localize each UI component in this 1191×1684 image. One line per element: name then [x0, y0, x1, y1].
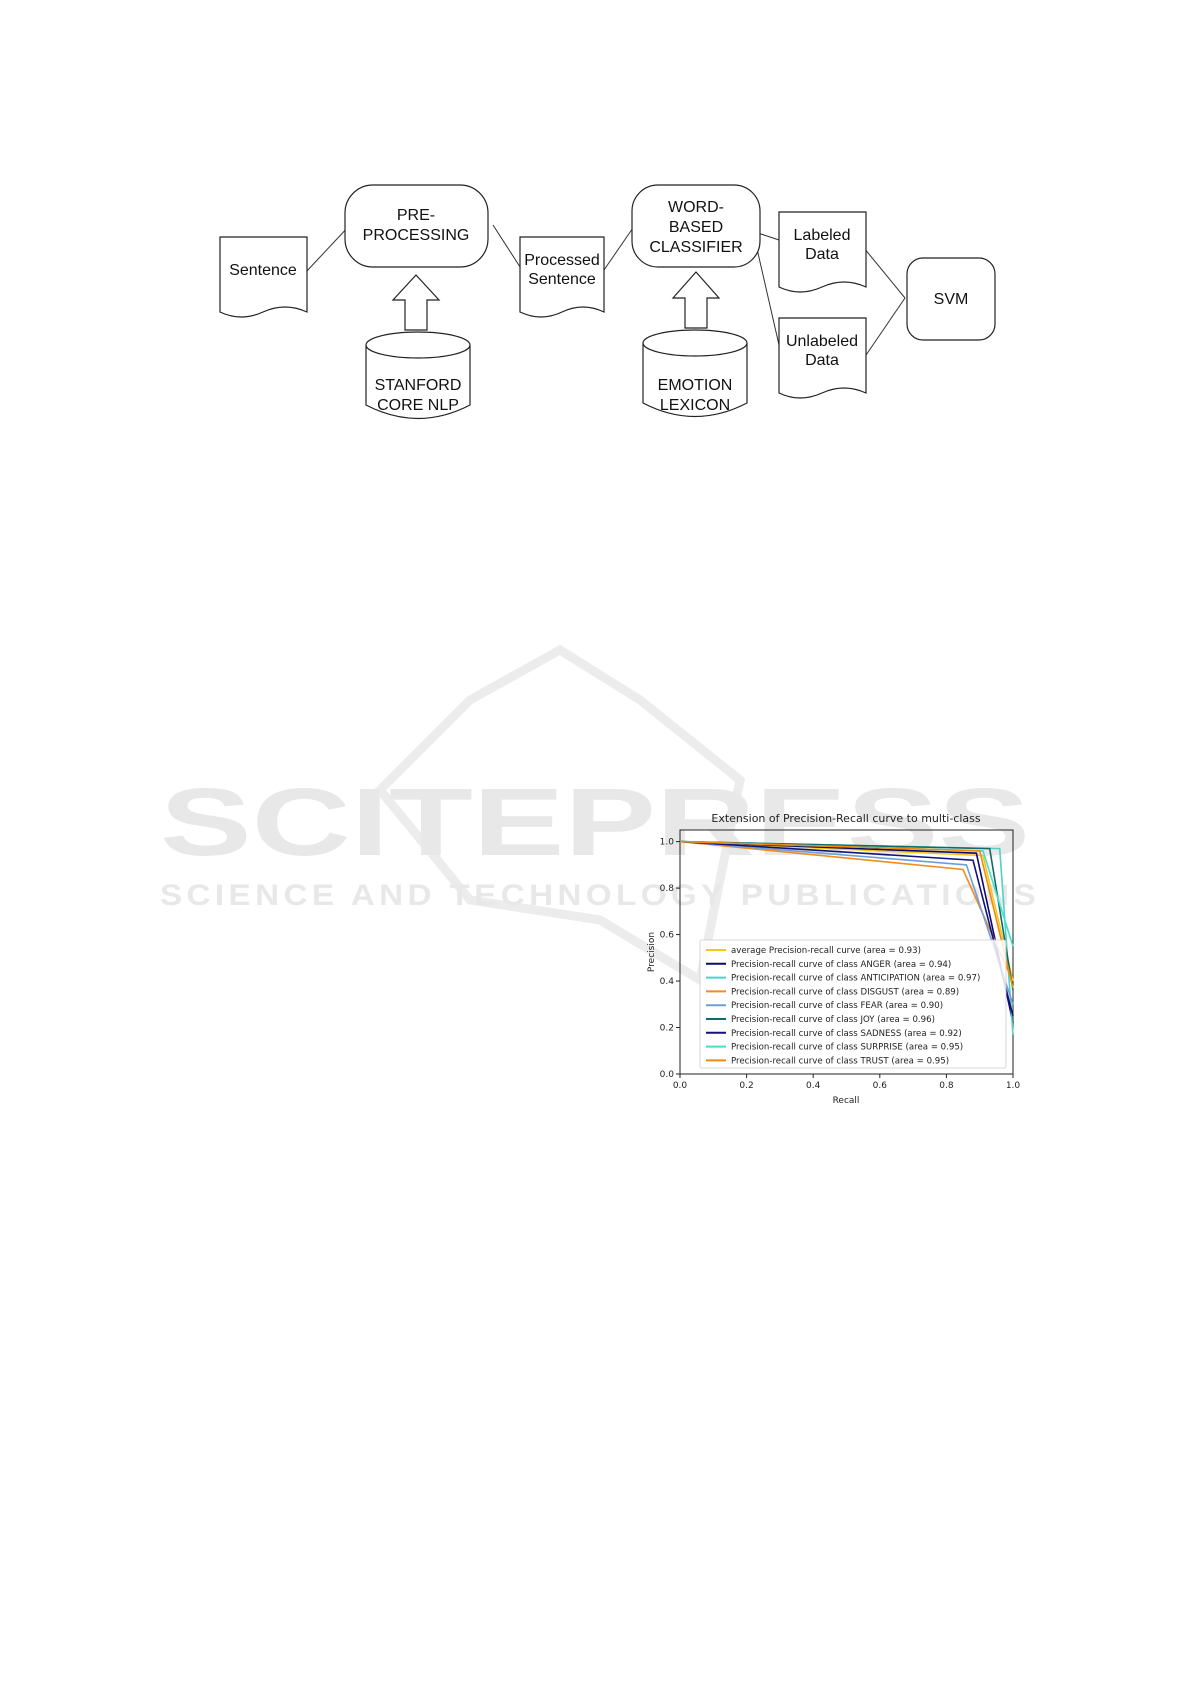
node-unlabeled: Unlabeled Data [778, 317, 867, 399]
plot-frame [679, 829, 1014, 1075]
pipeline-diagram: Sentence PRE- PROCESSING STANFORD CORE N… [219, 184, 996, 419]
x-tick-label-2: 0.4 [806, 1081, 821, 1091]
node-sentence: Sentence [219, 236, 308, 318]
watermark-book-outline [373, 644, 745, 988]
node-processed: Processed Sentence [519, 236, 605, 318]
y-tick-label-4: 0.8 [660, 884, 675, 894]
node-labeled-label-2: Data [805, 246, 839, 263]
node-lexicon-label-1: EMOTION [658, 377, 733, 394]
node-unlabeled-label-2: Data [805, 352, 839, 369]
node-sentence-label: Sentence [229, 262, 297, 279]
node-preprocessing-label-2: PROCESSING [363, 227, 470, 244]
legend-entry-0: average Precision-recall curve (area = 0… [731, 946, 921, 956]
x-tick-label-0: 0.0 [673, 1081, 688, 1091]
y-tick-label-0: 0.0 [660, 1070, 675, 1080]
x-ticks: 0.0 0.2 0.4 0.6 0.8 1.0 [673, 1074, 1021, 1091]
node-stanford-label-2: CORE NLP [377, 397, 459, 414]
node-processed-label-2: Sentence [528, 271, 596, 288]
node-stanford-label-1: STANFORD [375, 377, 462, 394]
legend-entry-4: Precision-recall curve of class FEAR (ar… [731, 1001, 943, 1011]
y-tick-label-2: 0.4 [660, 977, 675, 987]
node-unlabeled-label-1: Unlabeled [786, 333, 858, 350]
legend-entry-5: Precision-recall curve of class JOY (are… [731, 1015, 935, 1025]
node-processed-label-1: Processed [524, 252, 600, 269]
node-classifier-label-1: WORD- [668, 199, 724, 216]
edge-sentence-preprocessing [305, 224, 351, 273]
x-tick-label-4: 0.8 [939, 1081, 954, 1091]
node-stanford: STANFORD CORE NLP [365, 331, 471, 419]
watermark-subtitle: SCIENCE AND TECHNOLOGY PUBLICATIONS [160, 879, 1040, 912]
x-tick-label-3: 0.6 [873, 1081, 888, 1091]
node-lexicon: EMOTION LEXICON [642, 329, 748, 417]
arrow-up-lexicon-icon [671, 271, 721, 329]
node-classifier-label-3: CLASSIFIER [649, 239, 742, 256]
edge-preprocessing-processed [492, 224, 523, 271]
series-line-3 [679, 840, 1011, 975]
legend-entry-3: Precision-recall curve of class DISGUST … [731, 987, 959, 997]
arrow-up-stanford-icon [391, 274, 441, 331]
y-tick-label-5: 1.0 [660, 838, 675, 848]
edge-classifier-unlabeled [754, 239, 780, 346]
y-tick-label-1: 0.2 [660, 1024, 674, 1034]
node-classifier: WORD- BASED CLASSIFIER [631, 184, 761, 268]
chart-title: Extension of Precision-Recall curve to m… [711, 812, 980, 825]
legend-entry-2: Precision-recall curve of class ANTICIPA… [731, 974, 980, 984]
legend-entry-8: Precision-recall curve of class TRUST (a… [731, 1056, 949, 1066]
node-lexicon-label-2: LEXICON [660, 397, 730, 414]
node-preprocessing: PRE- PROCESSING [344, 184, 489, 268]
precision-recall-chart: Extension of Precision-Recall curve to m… [647, 812, 1020, 1106]
node-labeled: Labeled Data [778, 211, 867, 293]
x-axis-label: Recall [833, 1096, 860, 1106]
legend-entry-1: Precision-recall curve of class ANGER (a… [731, 960, 951, 970]
edge-processed-classifier [603, 224, 636, 271]
node-svm: SVM [906, 257, 996, 341]
legend: average Precision-recall curve (area = 0… [699, 939, 1007, 1069]
node-svm-label: SVM [934, 291, 969, 308]
y-ticks: 0.0 0.2 0.4 0.6 0.8 1.0 [660, 838, 680, 1080]
y-tick-label-3: 0.6 [660, 931, 675, 941]
node-labeled-label-1: Labeled [794, 227, 851, 244]
y-axis-label: Precision [647, 932, 657, 972]
legend-entry-6: Precision-recall curve of class SADNESS … [731, 1029, 962, 1039]
edge-unlabeled-svm [863, 297, 906, 359]
node-preprocessing-label-1: PRE- [397, 207, 435, 224]
legend-entry-7: Precision-recall curve of class SURPRISE… [731, 1043, 963, 1053]
node-classifier-label-2: BASED [669, 219, 723, 236]
edge-labeled-svm [863, 247, 906, 299]
x-tick-label-1: 0.2 [739, 1081, 753, 1091]
x-tick-label-5: 1.0 [1006, 1081, 1021, 1091]
